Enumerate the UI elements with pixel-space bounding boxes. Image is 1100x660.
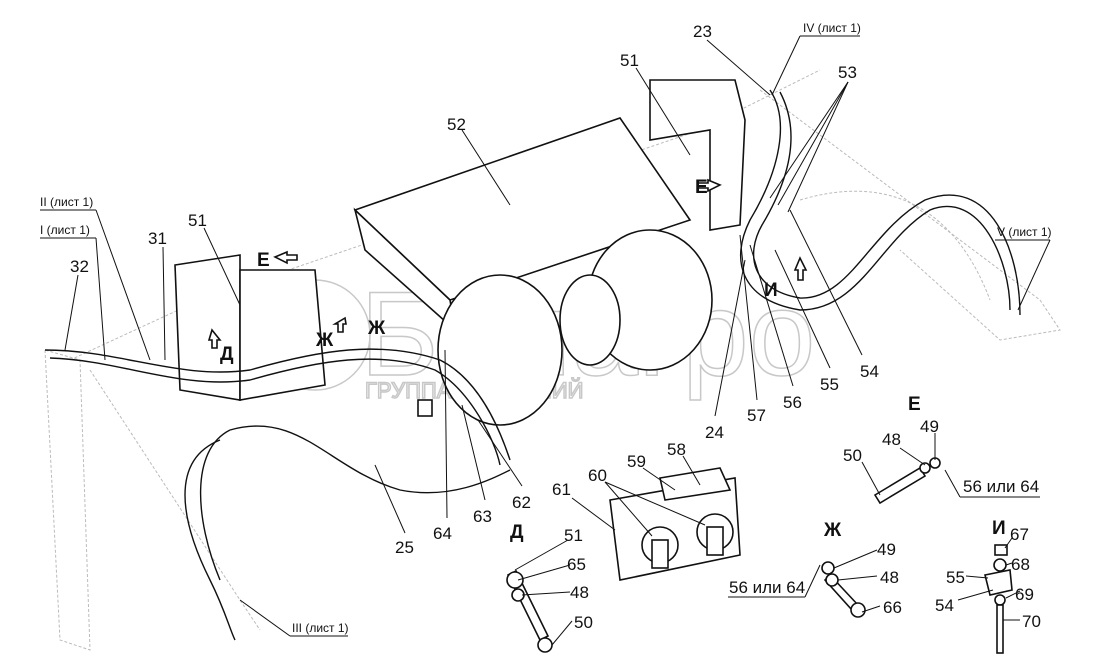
part-59: 59 [627,452,646,471]
fastener-details [506,457,1013,654]
bracket-right [649,79,746,231]
part-60: 60 [588,466,607,485]
arrow-e-top-icon [697,178,722,193]
part-48: 48 [570,583,589,602]
ref-sheet-iv: IV (лист 1) [803,21,861,35]
view-d-detail: Д [510,522,524,543]
bracket-left [174,254,241,401]
view-zh-2: Ж [367,318,386,339]
part-52: 52 [447,115,466,134]
part-55: 55 [820,375,839,394]
view-i-main: И [764,280,778,301]
part-23: 23 [693,22,712,41]
part-70: 70 [1022,612,1041,631]
part-51: 51 [564,526,583,545]
part-53: 53 [838,63,857,82]
part-51: 51 [620,51,639,70]
view-e-top: Е [695,177,708,198]
arrow-e-left-icon [273,250,298,265]
part-62: 62 [512,493,531,512]
part-66: 66 [883,598,902,617]
fan-wheel [559,274,621,366]
part-32: 32 [70,257,89,276]
view-i-detail: И [992,518,1006,539]
part-54: 54 [860,362,879,381]
part-25: 25 [395,538,414,557]
part-numbers: 23 51 53 52 31 51 32 54 55 56 57 24 49 4… [70,22,1041,632]
part-61: 61 [552,480,571,499]
blower-left [437,274,563,426]
part-55: 55 [946,568,965,587]
part-58: 58 [667,440,686,459]
ref-sheet-ii: II (лист 1) [40,195,93,209]
part-49: 49 [877,540,896,559]
part-48: 48 [882,430,901,449]
part-54: 54 [935,596,954,615]
part-50: 50 [843,446,862,465]
arrow-d-icon [207,328,222,349]
part-48: 48 [880,568,899,587]
part-67: 67 [1010,525,1029,544]
ref-alt-56-64-e: 56 или 64 [963,477,1039,496]
part-69: 69 [1015,585,1034,604]
part-57: 57 [747,406,766,425]
view-d-main: Д [220,344,234,365]
view-e-detail: Е [908,394,921,415]
view-arrows [207,178,808,349]
ref-sheet-v: V (лист 1) [997,225,1052,239]
hoses [44,89,1021,641]
part-68: 68 [1011,555,1030,574]
part-64: 64 [433,524,452,543]
view-e-left: Е [257,250,270,271]
leader-lines [40,35,1051,646]
control-panel [609,467,741,581]
ref-sheet-iii: III (лист 1) [292,621,349,635]
ref-alt-56-64-zh: 56 или 64 [729,578,805,597]
part-63: 63 [473,507,492,526]
ref-sheet-i: I (лист 1) [40,223,90,237]
view-zh-1: Ж [315,330,334,351]
part-49: 49 [920,417,939,436]
part-31: 31 [148,229,167,248]
part-56: 56 [783,393,802,412]
part-65: 65 [567,555,586,574]
part-50: 50 [574,613,593,632]
part-24: 24 [705,423,724,442]
arrow-zh-icon [332,316,347,333]
arrow-i-icon [793,256,808,281]
part-51: 51 [188,211,207,230]
view-zh-detail: Ж [823,520,842,541]
